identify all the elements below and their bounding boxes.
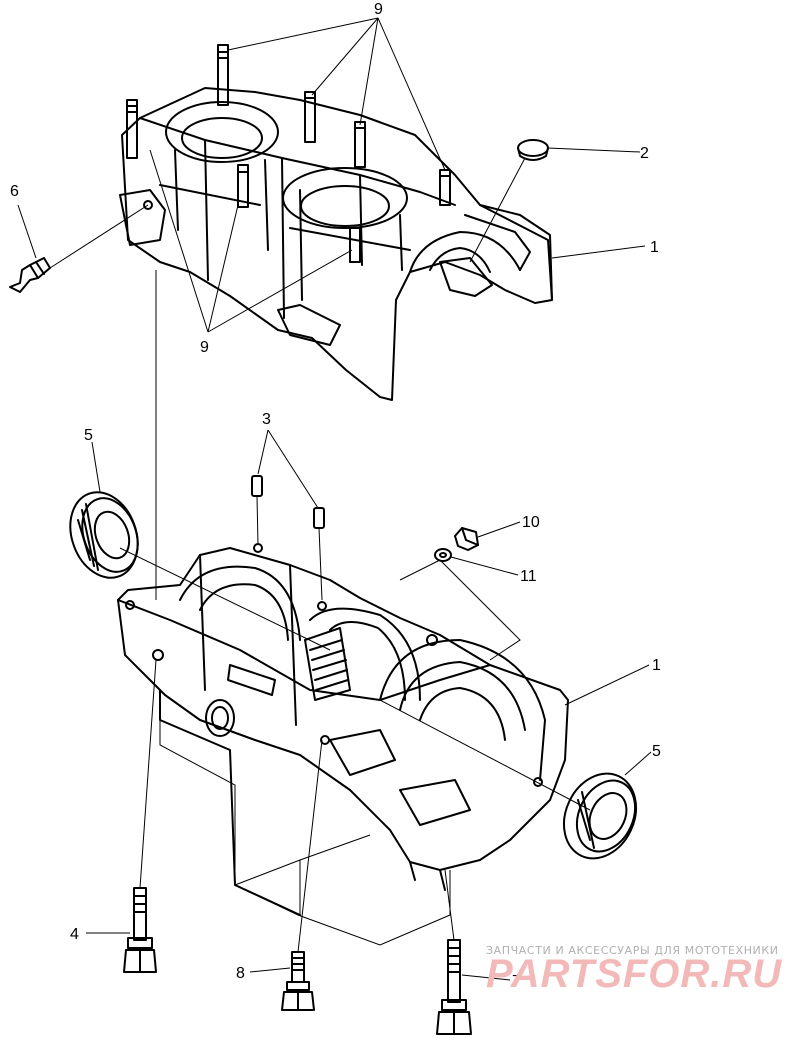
callout-1-lower: 1 <box>652 657 661 674</box>
crank-seal-left <box>69 491 139 579</box>
callout-10: 10 <box>522 514 540 531</box>
cylinder-studs <box>126 44 451 263</box>
callout-8: 8 <box>236 965 245 982</box>
callout-5-left: 5 <box>84 427 93 444</box>
callout-1-upper: 1 <box>650 239 659 256</box>
assembly-guide-lines <box>17 17 652 981</box>
callout-2: 2 <box>640 145 649 162</box>
bolt-8 <box>281 951 315 1011</box>
lower-crankcase <box>117 543 569 916</box>
part-6-sensor <box>9 257 51 293</box>
watermark-tagline: ЗАПЧАСТИ И АКСЕССУАРЫ ДЛЯ МОТОТЕХНИКИ <box>486 944 779 957</box>
callout-labels: 9 9 2 1 6 3 5 10 11 1 5 4 8 7 <box>10 1 661 990</box>
watermark-logo: PARTSFOR.RU <box>486 952 783 996</box>
callout-4: 4 <box>70 926 79 943</box>
callout-7: 7 <box>512 973 521 990</box>
upper-crankcase <box>119 87 553 401</box>
callout-5-right: 5 <box>652 743 661 760</box>
callout-11: 11 <box>520 568 537 585</box>
bolt-4 <box>123 887 157 973</box>
bolt-7 <box>436 939 472 1035</box>
callout-9-top: 9 <box>374 1 383 18</box>
callout-6: 6 <box>10 183 19 200</box>
part-2-plug <box>517 139 549 161</box>
dowel-pins <box>251 475 325 529</box>
callout-9-bottom: 9 <box>200 339 209 356</box>
part-11-washer <box>434 548 452 562</box>
part-10-plug-bolt <box>454 527 479 551</box>
callout-3: 3 <box>262 411 271 428</box>
crank-seal-right <box>563 772 637 860</box>
